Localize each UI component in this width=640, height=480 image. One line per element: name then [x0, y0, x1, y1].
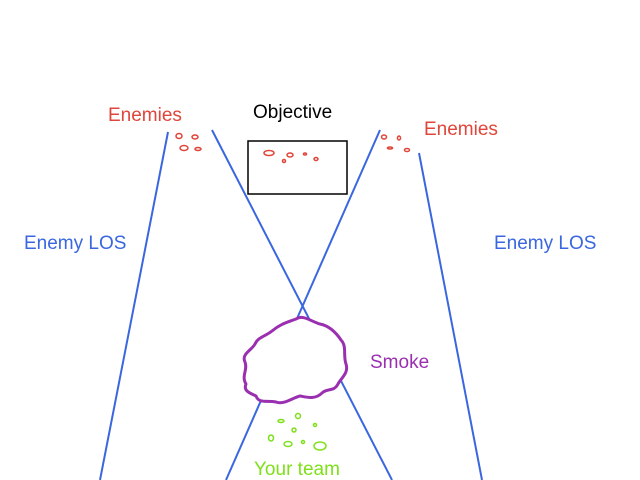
enemy-los-left-label: Enemy LOS [24, 233, 127, 254]
enemy-marker [179, 144, 189, 152]
enemy-marker [313, 156, 319, 162]
enemy-marker [191, 134, 199, 140]
enemy-marker [386, 146, 394, 150]
team-marker [291, 427, 297, 433]
enemy-marker [380, 134, 388, 140]
los-right-outer-line [418, 152, 483, 480]
enemy-marker [175, 132, 183, 140]
your-team-label: Your team [254, 459, 340, 480]
enemy-markers-left [175, 132, 202, 152]
enemy-marker [403, 147, 411, 153]
enemy-marker [396, 135, 402, 141]
objective-box [247, 140, 348, 195]
enemy-marker [194, 146, 202, 152]
team-marker [312, 422, 318, 428]
team-marker [294, 412, 302, 420]
enemy-marker [263, 149, 275, 157]
team-markers [267, 412, 327, 451]
enemies-right-label: Enemies [424, 119, 498, 140]
objective-label: Objective [253, 102, 333, 123]
enemy-marker [302, 152, 308, 156]
enemy-los-lines [99, 129, 483, 480]
enemy-marker [286, 152, 294, 158]
team-marker [283, 440, 293, 448]
los-left-outer-line [99, 131, 169, 480]
enemy-marker [281, 158, 287, 164]
smoke-label: Smoke [370, 352, 430, 373]
team-marker [277, 418, 285, 424]
los-right-inner-line [225, 129, 381, 480]
team-marker [300, 439, 306, 445]
enemy-markers-right [380, 134, 411, 153]
enemy-los-right-label: Enemy LOS [494, 233, 597, 254]
team-marker [267, 434, 275, 442]
smoke-cloud [242, 315, 349, 405]
enemies-left-label: Enemies [108, 105, 182, 126]
enemy-markers-objective [263, 149, 319, 164]
team-marker [313, 441, 327, 451]
